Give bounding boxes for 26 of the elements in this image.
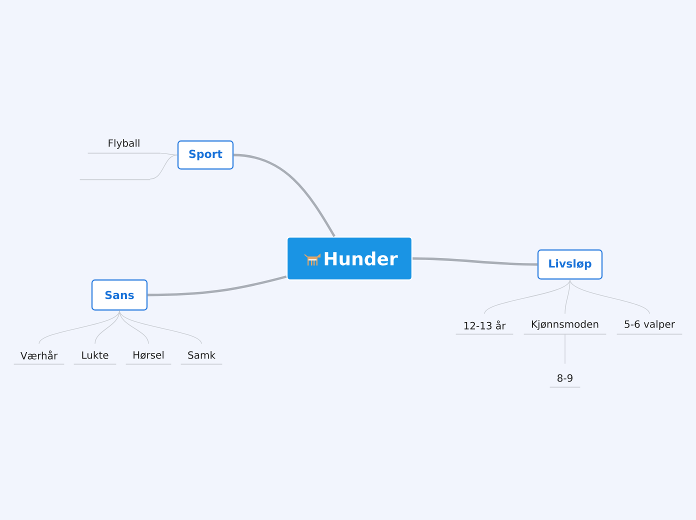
connector [564,279,570,314]
connector [412,257,538,266]
connector [150,154,178,180]
connector [119,310,149,344]
subtopic-label: 8-9 [549,374,581,388]
connector [160,152,178,156]
subtopic-label: Værhår [13,350,65,365]
connector [234,154,336,237]
topic-box: Livsløp [537,249,603,280]
connector [570,279,650,314]
subtopic-label: Samk [180,351,223,365]
subtopic-label: Kjønnsmoden [523,320,607,335]
topic-box: Sport [177,140,234,170]
subtopic-label: Hørsel [125,350,172,365]
connector [38,310,120,344]
connector [484,279,570,314]
subtopic-label: 12-13 år [455,320,514,335]
empty-subtopic-line [79,179,151,180]
connector [148,275,287,296]
subtopic-label: Flyball [87,139,161,154]
central-topic-box: Hunder [286,236,413,281]
topic-box: Sans [91,279,148,311]
subtopic-label: Lukte [73,351,117,365]
connector [119,310,202,344]
connector [94,310,120,344]
subtopic-label: 5-6 valper [616,320,683,335]
